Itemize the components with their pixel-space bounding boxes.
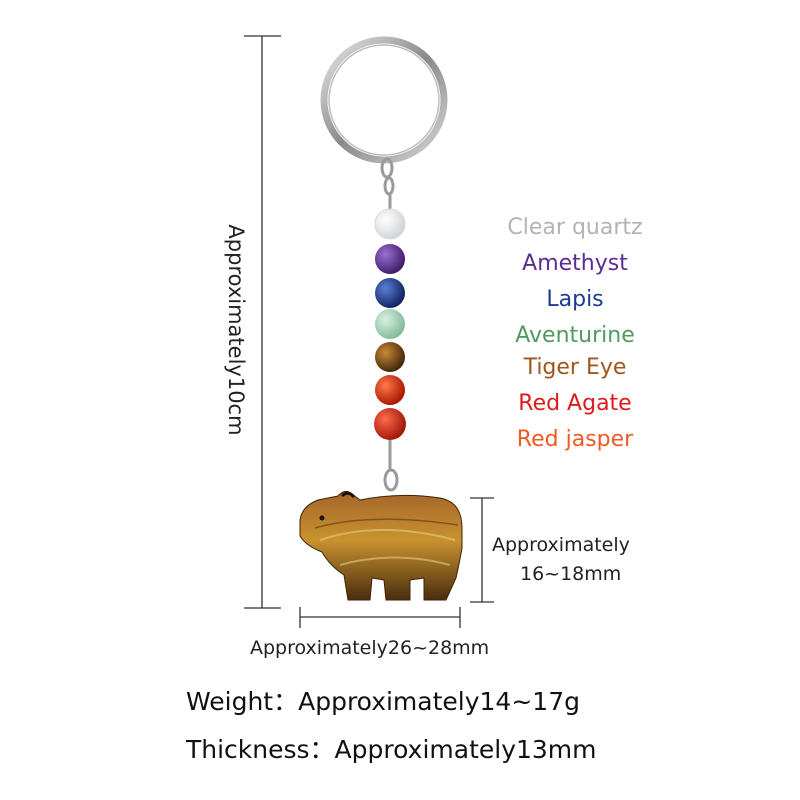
red-jasper-bead: [374, 408, 406, 440]
tiger-eye-bead: [375, 342, 405, 372]
height-label: Approximately10cm: [224, 224, 248, 436]
lapis-bead: [375, 278, 405, 308]
aventurine-bead: [375, 309, 405, 339]
stone-label-amethyst: Amethyst: [522, 251, 628, 276]
weight-spec: Weight：Approximately14~17g: [186, 687, 580, 716]
pendant-height-label-line2: 16~18mm: [520, 563, 622, 585]
pendant-link: [383, 440, 399, 492]
amethyst-bead: [375, 244, 405, 274]
pendant-width-line: [299, 607, 461, 628]
stone-label-tiger-eye: Tiger Eye: [523, 355, 627, 380]
chain: [380, 157, 395, 212]
pendant-height-line: [470, 497, 494, 603]
stone-label-red-agate: Red Agate: [518, 391, 632, 416]
pendant-height-label-line1: Approximately: [492, 534, 630, 556]
stone-label-lapis: Lapis: [546, 287, 604, 312]
pendant-width-label: Approximately26~28mm: [250, 637, 490, 659]
bead-strand: [374, 208, 406, 440]
bear-pendant: [299, 490, 463, 601]
stone-label-red-jasper: Red jasper: [516, 427, 634, 452]
thickness-spec: Thickness：Approximately13mm: [186, 735, 597, 764]
stone-label-clear-quartz: Clear quartz: [507, 215, 643, 240]
red-agate-bead: [375, 375, 405, 405]
key-ring: [320, 36, 448, 164]
stone-label-aventurine: Aventurine: [515, 323, 635, 348]
height-dimension-line: [244, 35, 281, 609]
clear-quartz-bead: [374, 208, 406, 240]
